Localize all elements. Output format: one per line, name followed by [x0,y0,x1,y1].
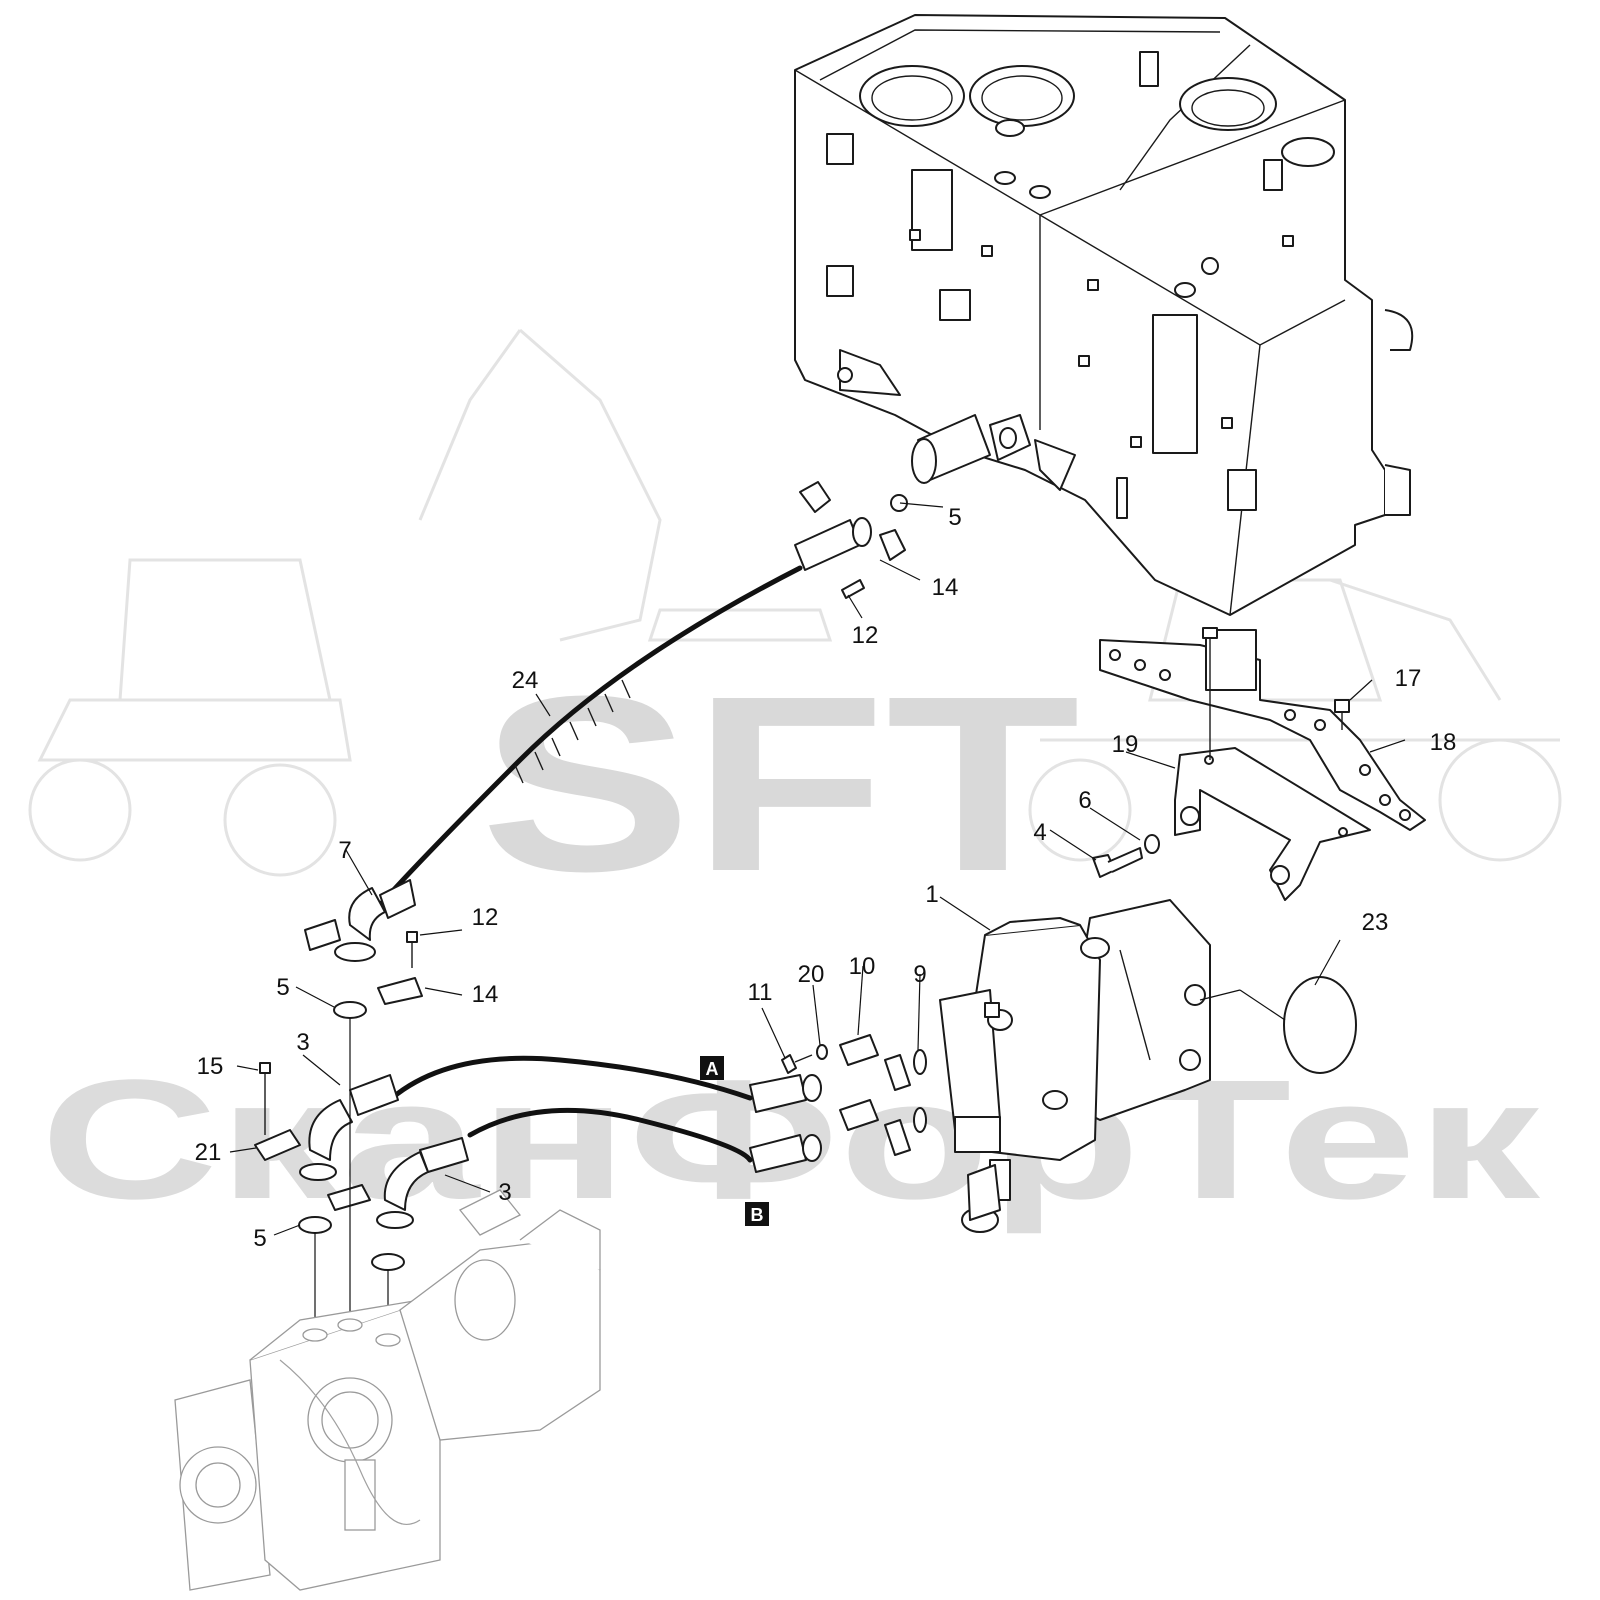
fitting-a-right [749,1074,822,1113]
callout-4: 4 [1033,819,1046,846]
frame-tank [794,14,1414,616]
watermark-logo: SFT [480,644,1080,923]
callout-5-top: 5 [948,504,961,531]
fitting-3-left-b [376,1137,469,1229]
leader-lines [229,502,1406,1236]
bolt-4-washer-6 [1092,834,1160,878]
fitting-7-elbow [304,879,416,962]
callout-6: 6 [1078,787,1091,814]
port-a-marker: A [700,1056,724,1080]
callout-5-low: 5 [253,1225,266,1252]
spiral-guard-24 [514,679,631,784]
flange-half-14-lower [377,977,423,1005]
callout-14-mid: 14 [472,981,499,1008]
callout-15: 15 [197,1053,224,1080]
callout-3-upper: 3 [296,1029,309,1056]
bolt-top-bracket [1202,627,1218,760]
callout-19: 19 [1112,731,1139,758]
callout-17: 17 [1395,665,1422,692]
o-ring-9-lower [913,1107,927,1133]
fitting-3-left-a [299,1074,399,1181]
cover-23 [1283,976,1357,1074]
callouts: 1 3 3 4 5 5 5 6 7 9 10 11 12 12 14 14 15… [195,504,1457,1252]
callout-18: 18 [1430,729,1457,756]
o-ring-5-lower-left [298,1216,332,1234]
bracket-19 [1174,747,1371,901]
clamp-21 [254,1062,301,1161]
callout-9: 9 [913,961,926,988]
callout-11: 11 [748,979,773,1006]
flange-half-14-upper [799,481,906,561]
callout-20: 20 [798,961,825,988]
bolt-12-lower [406,931,418,968]
flange-halves-10 [839,1034,911,1156]
hydraulic-pump [174,1189,601,1591]
callout-12-top: 12 [852,622,879,649]
o-ring-9-upper [913,1049,927,1075]
callout-21: 21 [195,1139,222,1166]
callout-10: 10 [849,953,876,980]
hose-b [467,1107,753,1163]
fitting-upper-straight [794,494,908,571]
callout-5-mid: 5 [276,974,289,1001]
hose-24 [377,565,803,908]
callout-12-mid: 12 [472,904,499,931]
callout-7: 7 [338,837,351,864]
bolt-12-upper [841,579,865,599]
bracket-18 [1099,629,1426,831]
callout-24: 24 [512,667,539,694]
bolt-11-washer-20 [781,1044,828,1074]
bolt-17 [1334,699,1350,730]
hydraulic-motor-1 [939,899,1211,1233]
port-a-label: A [706,1059,719,1079]
callout-23: 23 [1362,909,1389,936]
port-b-marker: B [745,1202,769,1226]
callout-1: 1 [925,881,938,908]
o-ring-5-upper-left [333,1001,367,1019]
flange-half-lower-mid [327,1184,371,1211]
o-ring-lower-right [371,1253,405,1271]
hose-a [389,1055,753,1101]
callout-3-lower: 3 [498,1179,511,1206]
watermark-machinery-outline [28,328,1562,877]
port-b-label: B [751,1205,764,1225]
fitting-b-right [749,1134,822,1173]
callout-14-top: 14 [932,574,959,601]
